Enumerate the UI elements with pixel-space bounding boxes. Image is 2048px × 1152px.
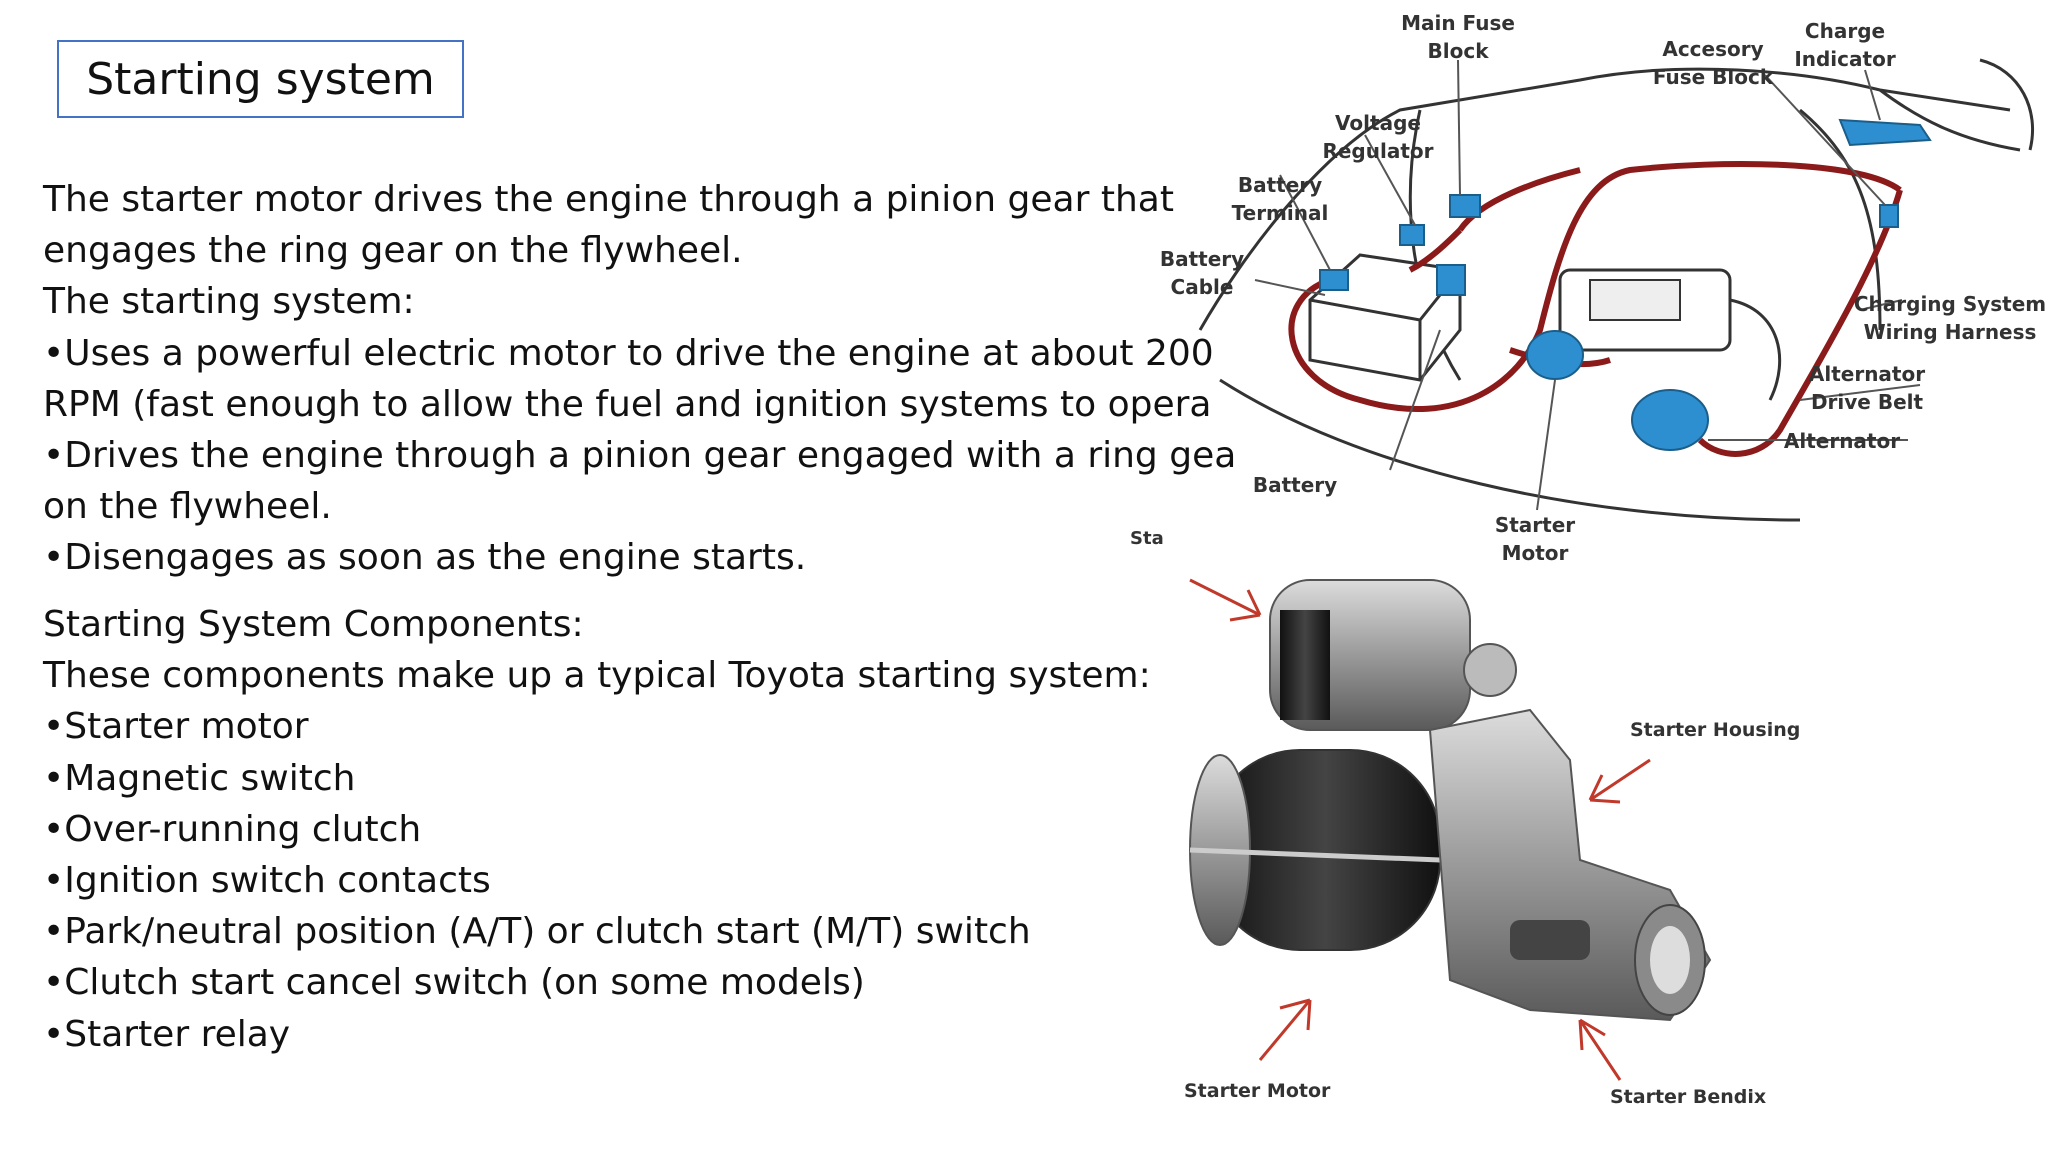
label-battery-terminal-1: Battery — [1238, 173, 1322, 197]
alternator-part — [1631, 389, 1709, 451]
text-line: engages the ring gear on the flywheel. — [43, 230, 743, 272]
label-starter-motor-1: Starter — [1495, 513, 1575, 537]
voltage-regulator-part — [1399, 224, 1425, 246]
text-line: •Drives the engine through a pinion gear… — [43, 434, 1237, 476]
label-photo-starter-motor: Starter Motor — [1184, 1080, 1331, 1102]
label-battery-terminal-2: Terminal — [1232, 201, 1329, 225]
solenoid-graphic — [1269, 579, 1517, 731]
starter-motor-part — [1526, 330, 1584, 380]
text-line: •Over-running clutch — [43, 808, 422, 850]
label-starter-motor-2: Motor — [1502, 541, 1569, 565]
label-starter-bendix: Starter Bendix — [1610, 1086, 1766, 1108]
accesory-fuse-block-part — [1879, 204, 1899, 228]
text-line: •Park/neutral position (A/T) or clutch s… — [43, 911, 1031, 953]
text-line: •Starter motor — [43, 706, 309, 748]
label-charge-indicator-1: Charge — [1805, 19, 1885, 43]
text-line: •Ignition switch contacts — [43, 859, 491, 901]
text-line: •Starter relay — [43, 1013, 291, 1055]
housing-graphic — [1428, 708, 1712, 1022]
text-line: •Disengages as soon as the engine starts… — [43, 537, 807, 579]
slide-title: Starting system — [57, 40, 464, 118]
text-line: on the flywheel. — [43, 486, 332, 528]
text-line: The starting system: — [43, 281, 415, 323]
text-line: RPM (fast enough to allow the fuel and i… — [43, 383, 1212, 425]
starting-system-diagram: Main Fuse Block Accesory Fuse Block Char… — [1160, 11, 2046, 565]
arrow-starter-housing — [1588, 758, 1651, 804]
label-accesory-fuse-block-1: Accesory — [1662, 37, 1763, 61]
label-starter-housing: Starter Housing — [1630, 719, 1800, 741]
main-fuse-block-part — [1449, 194, 1481, 218]
arrow-top — [1189, 578, 1262, 622]
label-battery: Battery — [1253, 473, 1337, 497]
label-main-fuse-block-1: Main Fuse — [1401, 11, 1515, 35]
leader-lines — [1254, 59, 1921, 511]
label-alternator-drive-belt-1: Alternator — [1809, 362, 1925, 386]
charge-indicator-part — [1838, 118, 1932, 147]
label-voltage-regulator-2: Regulator — [1322, 139, 1433, 163]
arrow-starter-motor — [1258, 998, 1312, 1061]
text-line: These components make up a typical Toyot… — [43, 655, 1151, 697]
engine-graphic — [1558, 268, 1782, 401]
label-battery-cable-2: Cable — [1171, 275, 1234, 299]
text-line: •Clutch start cancel switch (on some mod… — [43, 962, 865, 1004]
label-alternator: Alternator — [1784, 429, 1900, 453]
text-line: •Magnetic switch — [43, 757, 356, 799]
arrow-starter-bendix — [1578, 1018, 1622, 1081]
callout-arrows — [1189, 578, 1651, 1081]
text-line: •Uses a powerful electric motor to drive… — [43, 332, 1214, 374]
starter-motor-photo: Starter Housing Starter Motor Starter Be… — [1184, 578, 1800, 1108]
text-line: The starter motor drives the engine thro… — [43, 179, 1174, 220]
truncated-label: Sta — [1130, 528, 1164, 549]
label-battery-cable-1: Battery — [1160, 247, 1244, 271]
label-main-fuse-block-2: Block — [1428, 39, 1490, 63]
components-text: Starting System Components: These compone… — [43, 599, 1163, 1060]
label-alternator-drive-belt-2: Drive Belt — [1811, 390, 1924, 414]
label-charging-harness-2: Wiring Harness — [1864, 320, 2037, 344]
car-outline — [1198, 58, 2035, 522]
battery-cable-part — [1319, 269, 1349, 291]
label-charging-harness-1: Charging System — [1854, 292, 2046, 316]
battery-terminal-part — [1436, 264, 1466, 296]
label-accesory-fuse-block-2: Fuse Block — [1653, 65, 1774, 89]
motor-body-graphic — [1189, 749, 1441, 951]
components — [1319, 118, 1932, 451]
label-charge-indicator-2: Indicator — [1794, 47, 1896, 71]
text-line: Starting System Components: — [43, 604, 584, 645]
intro-text: The starter motor drives the engine thro… — [43, 174, 1237, 584]
label-voltage-regulator-1: Voltage — [1335, 111, 1421, 135]
